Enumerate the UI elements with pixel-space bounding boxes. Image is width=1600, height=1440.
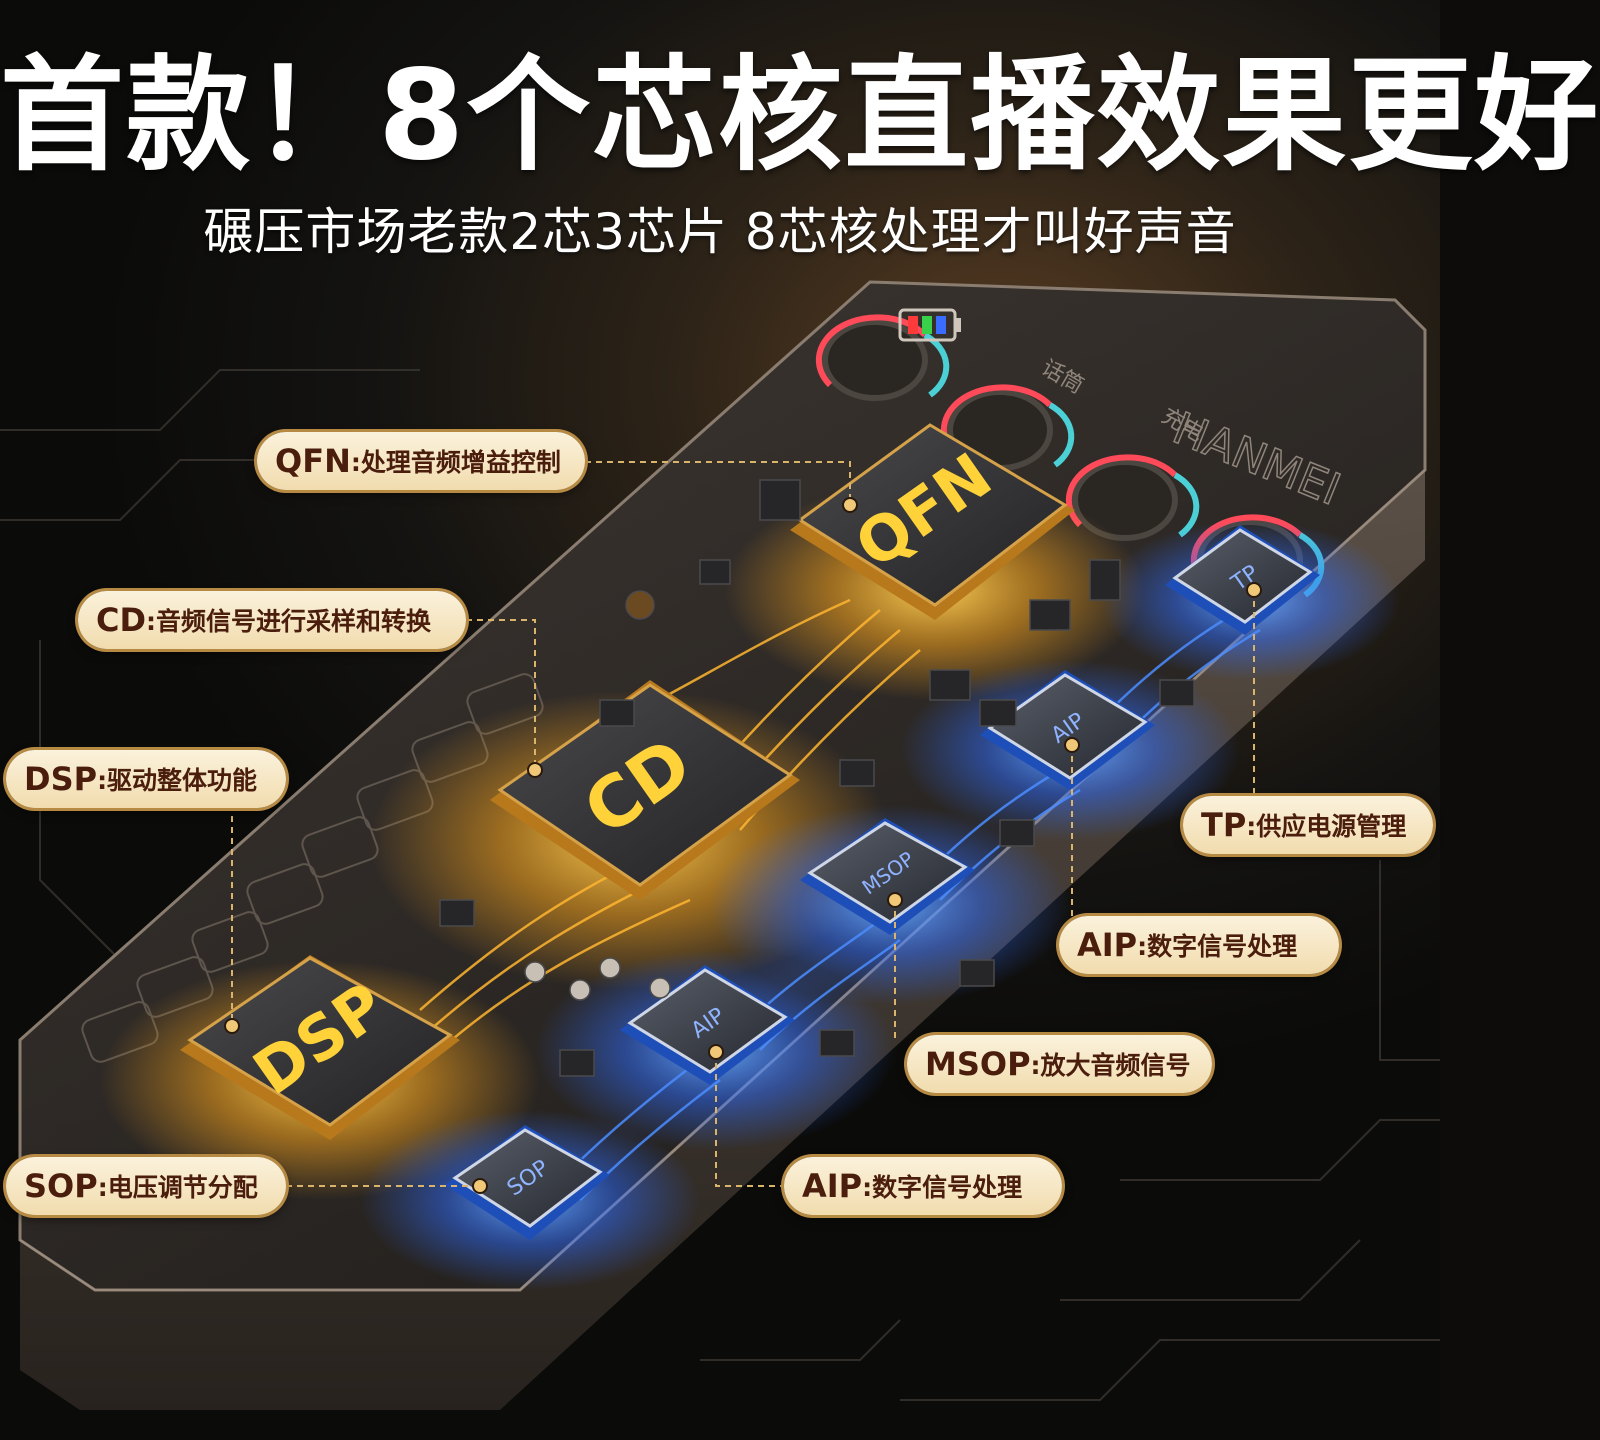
callout-msop: MSOP:放大音频信号 [907, 1035, 1212, 1093]
qfn-chip: QFN [790, 423, 1075, 620]
cd-chip: CD [490, 680, 800, 900]
callout-desc: :驱动整体功能 [97, 766, 258, 795]
tp-chip: TP [1165, 525, 1320, 635]
callout-desc: :数字信号处理 [862, 1173, 1023, 1202]
callout-qfn: QFN:处理音频增益控制 [257, 432, 585, 490]
leader-dots [224, 497, 1262, 1194]
dsp-chip: DSP [180, 955, 460, 1140]
callout-code: AIP [802, 1167, 863, 1205]
small-components [439, 479, 1195, 1077]
callout-code: QFN [275, 442, 351, 480]
callout-code: DSP [24, 760, 98, 798]
aip-upper-chip: AIP [980, 670, 1155, 790]
callout-code: SOP [24, 1167, 98, 1205]
headline: 首款！8个芯核直播效果更好 [0, 44, 1600, 188]
subline: 碾压市场老款2芯3芯片 8芯核处理才叫好声音 [203, 203, 1237, 261]
callout-desc: :电压调节分配 [97, 1173, 258, 1202]
callout-aip-upper: AIP:数字信号处理 [1059, 916, 1339, 974]
callout-desc: :放大音频信号 [1030, 1051, 1191, 1080]
callout-dsp: DSP:驱动整体功能 [6, 750, 286, 808]
callout-code: CD [96, 601, 147, 639]
callout-code: MSOP [925, 1045, 1031, 1083]
background-circuit-lines [0, 369, 1440, 1401]
knob-rings [815, 314, 1325, 601]
callout-sop: SOP:电压调节分配 [6, 1157, 286, 1215]
callout-aip-lower: AIP:数字信号处理 [784, 1157, 1062, 1215]
callout-desc: :数字信号处理 [1137, 932, 1298, 961]
leader-lines [231, 461, 1255, 1187]
battery-indicator-icon [898, 308, 961, 342]
callout-code: AIP [1077, 926, 1138, 964]
sound-card-illustration: 话筒 充电 HANMEI [0, 280, 1440, 1410]
callout-desc: :供应电源管理 [1246, 812, 1407, 841]
sop-chip: SOP [445, 1125, 610, 1240]
callout-desc: :音频信号进行采样和转换 [146, 607, 432, 636]
callout-desc: :处理音频增益控制 [350, 448, 561, 477]
msop-chip: MSOP [800, 818, 975, 935]
aip-lower-chip: AIP [620, 965, 795, 1085]
callout-code: TP [1201, 806, 1247, 844]
callout-tp: TP:供应电源管理 [1183, 796, 1433, 854]
callout-cd: CD:音频信号进行采样和转换 [78, 591, 466, 649]
